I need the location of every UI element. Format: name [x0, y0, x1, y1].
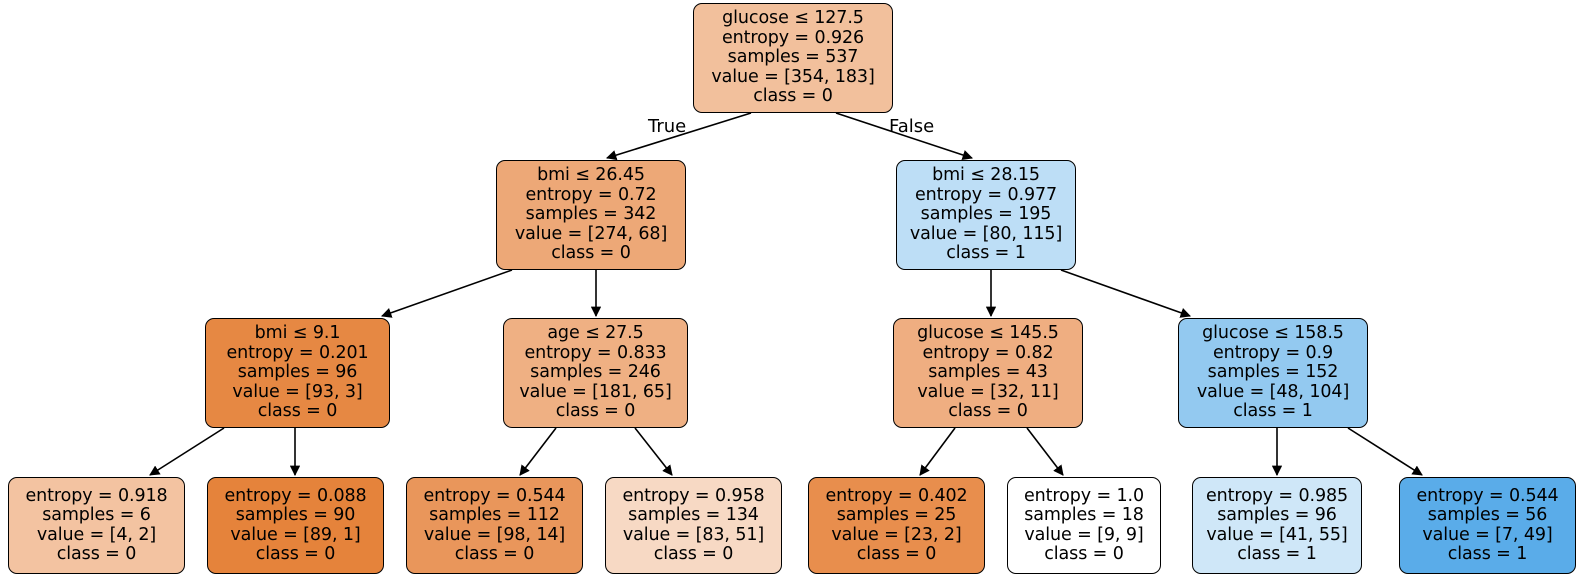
tree-node-bmi-26-45[interactable]: bmi ≤ 26.45 entropy = 0.72 samples = 342…: [496, 160, 686, 270]
tree-leaf-5[interactable]: entropy = 0.402 samples = 25 value = [23…: [808, 477, 985, 574]
tree-leaf-2[interactable]: entropy = 0.088 samples = 90 value = [89…: [207, 477, 384, 574]
edge-n5-n7: [634, 427, 673, 476]
node-samples: samples = 96: [237, 362, 358, 383]
node-samples: samples = 25: [836, 505, 957, 526]
tree-node-bmi-28-15[interactable]: bmi ≤ 28.15 entropy = 0.977 samples = 19…: [896, 160, 1076, 270]
node-value: value = [32, 11]: [917, 381, 1059, 402]
node-samples: samples = 134: [628, 505, 759, 526]
node-entropy: entropy = 0.544: [423, 485, 566, 506]
node-value: value = [93, 3]: [232, 381, 363, 402]
node-value: value = [80, 115]: [909, 223, 1063, 244]
tree-node-root[interactable]: glucose ≤ 127.5 entropy = 0.926 samples …: [693, 3, 893, 113]
tree-leaf-3[interactable]: entropy = 0.544 samples = 112 value = [9…: [406, 477, 583, 574]
tree-leaf-4[interactable]: entropy = 0.958 samples = 134 value = [8…: [605, 477, 782, 574]
edge-n2-n3: [149, 427, 225, 476]
node-samples: samples = 18: [1024, 505, 1144, 526]
node-class: class = 0: [551, 243, 631, 264]
node-class: class = 1: [1237, 543, 1317, 564]
tree-node-glucose-145-5[interactable]: glucose ≤ 145.5 entropy = 0.82 samples =…: [893, 318, 1083, 428]
node-class: class = 0: [257, 401, 338, 422]
node-value: value = [4, 2]: [36, 524, 157, 545]
node-samples: samples = 342: [525, 204, 657, 225]
node-class: class = 0: [856, 543, 937, 564]
node-value: value = [274, 68]: [514, 223, 668, 244]
node-samples: samples = 96: [1217, 505, 1337, 526]
tree-leaf-8[interactable]: entropy = 0.544 samples = 56 value = [7,…: [1399, 477, 1576, 574]
node-samples: samples = 537: [727, 47, 859, 68]
tree-leaf-1[interactable]: entropy = 0.918 samples = 6 value = [4, …: [8, 477, 185, 574]
node-value: value = [23, 2]: [831, 524, 962, 545]
node-class: class = 1: [1447, 543, 1528, 564]
node-entropy: entropy = 0.918: [25, 485, 168, 506]
node-condition: glucose ≤ 145.5: [917, 323, 1059, 344]
tree-node-age-27-5[interactable]: age ≤ 27.5 entropy = 0.833 samples = 246…: [503, 318, 688, 428]
edge-label-false: False: [889, 116, 935, 137]
node-condition: age ≤ 27.5: [547, 323, 644, 344]
tree-node-bmi-9-1[interactable]: bmi ≤ 9.1 entropy = 0.201 samples = 96 v…: [205, 318, 390, 428]
tree-node-glucose-158-5[interactable]: glucose ≤ 158.5 entropy = 0.9 samples = …: [1178, 318, 1368, 428]
node-value: value = [41, 55]: [1206, 524, 1348, 545]
node-value: value = [83, 51]: [622, 524, 765, 545]
edge-n1-n2: [381, 269, 513, 318]
node-value: value = [7, 49]: [1422, 524, 1553, 545]
node-class: class = 0: [1044, 543, 1124, 564]
node-class: class = 0: [948, 401, 1028, 422]
node-value: value = [48, 104]: [1196, 381, 1350, 402]
node-entropy: entropy = 0.72: [525, 184, 657, 205]
node-class: class = 0: [56, 543, 137, 564]
node-class: class = 0: [555, 401, 636, 422]
node-entropy: entropy = 0.201: [226, 342, 369, 363]
node-samples: samples = 246: [530, 362, 661, 383]
edge-label-true: True: [648, 116, 687, 137]
node-condition: bmi ≤ 28.15: [932, 165, 1040, 186]
node-condition: bmi ≤ 9.1: [254, 323, 341, 344]
node-entropy: entropy = 0.833: [524, 342, 667, 363]
node-samples: samples = 195: [920, 204, 1052, 225]
node-samples: samples = 112: [429, 505, 560, 526]
node-condition: glucose ≤ 127.5: [722, 8, 864, 29]
node-value: value = [9, 9]: [1024, 524, 1144, 545]
node-condition: bmi ≤ 26.45: [537, 165, 645, 186]
node-class: class = 0: [753, 86, 833, 107]
node-samples: samples = 6: [42, 505, 151, 526]
node-class: class = 0: [255, 543, 336, 564]
edge-n5-n6: [519, 427, 557, 476]
node-samples: samples = 56: [1427, 505, 1548, 526]
node-entropy: entropy = 0.82: [922, 342, 1054, 363]
node-samples: samples = 152: [1207, 362, 1339, 383]
node-value: value = [181, 65]: [519, 381, 672, 402]
tree-leaf-7[interactable]: entropy = 0.985 samples = 96 value = [41…: [1192, 477, 1362, 574]
node-class: class = 0: [653, 543, 734, 564]
edge-n9-n11: [1026, 427, 1064, 476]
node-entropy: entropy = 0.985: [1205, 485, 1349, 506]
edge-n8-n12: [1060, 269, 1191, 318]
node-value: value = [89, 1]: [230, 524, 361, 545]
node-value: value = [98, 14]: [423, 524, 566, 545]
node-entropy: entropy = 0.977: [914, 184, 1058, 205]
edge-n12-n14: [1347, 427, 1423, 476]
node-class: class = 1: [1233, 401, 1313, 422]
node-entropy: entropy = 0.926: [721, 27, 865, 48]
node-entropy: entropy = 1.0: [1023, 485, 1145, 506]
node-entropy: entropy = 0.402: [825, 485, 968, 506]
node-entropy: entropy = 0.9: [1212, 342, 1334, 363]
edge-n9-n10: [919, 427, 956, 476]
node-samples: samples = 90: [235, 505, 356, 526]
node-condition: glucose ≤ 158.5: [1202, 323, 1344, 344]
node-samples: samples = 43: [928, 362, 1048, 383]
tree-leaf-6[interactable]: entropy = 1.0 samples = 18 value = [9, 9…: [1007, 477, 1161, 574]
node-class: class = 0: [454, 543, 535, 564]
node-entropy: entropy = 0.958: [622, 485, 765, 506]
node-value: value = [354, 183]: [711, 66, 875, 87]
node-entropy: entropy = 0.544: [1416, 485, 1559, 506]
node-entropy: entropy = 0.088: [224, 485, 367, 506]
node-class: class = 1: [946, 243, 1026, 264]
